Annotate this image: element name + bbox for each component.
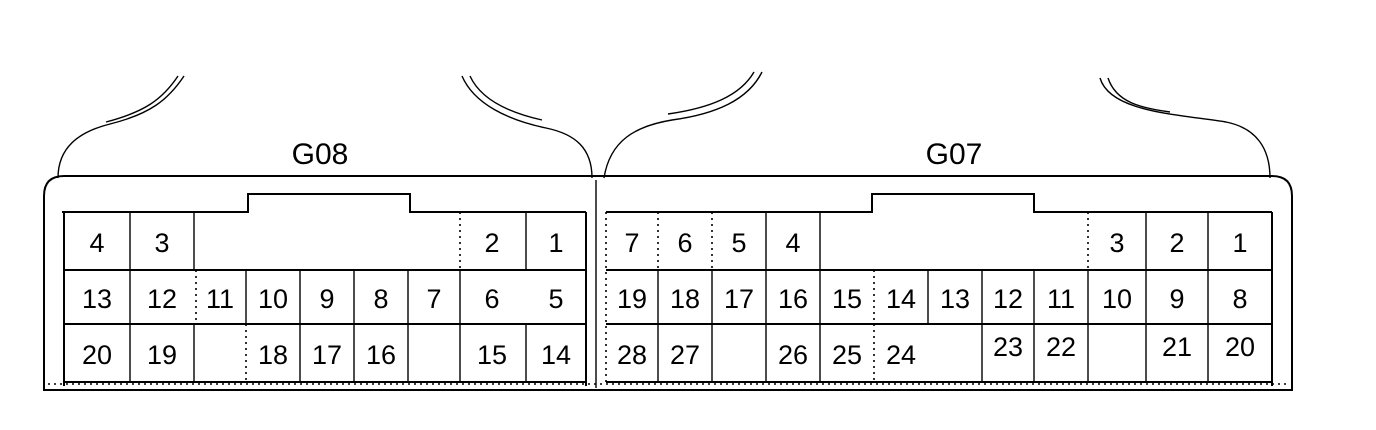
- connector-label-g08: G08: [292, 138, 349, 171]
- pin-label: 5: [731, 228, 746, 258]
- pin-label: 10: [258, 284, 288, 314]
- connector-housing: [43, 175, 1293, 391]
- connector-g07: [605, 193, 1273, 386]
- pin-label: 17: [724, 284, 754, 314]
- pin-label: 11: [206, 284, 234, 314]
- g08-pins: 4 3 2 1 13 12 11 10 9 8 7 6 5 20 19 18 1…: [82, 228, 571, 370]
- pin-label: 16: [366, 340, 396, 370]
- pin-label: 9: [319, 284, 334, 314]
- pin-label: 3: [1109, 228, 1124, 258]
- pin-label: 13: [82, 284, 112, 314]
- pin-label: 18: [258, 340, 288, 370]
- pin-label: 6: [677, 228, 692, 258]
- pin-label: 12: [993, 284, 1023, 314]
- pin-label: 19: [147, 340, 177, 370]
- pin-label: 11: [1047, 284, 1075, 314]
- pin-label: 13: [940, 284, 970, 314]
- connector-label-g07: G07: [926, 138, 983, 171]
- pin-label: 21: [1162, 332, 1192, 362]
- pin-label: 2: [484, 228, 499, 258]
- pin-label: 1: [1232, 228, 1247, 258]
- pin-label: 23: [993, 332, 1023, 362]
- pin-label: 27: [670, 340, 700, 370]
- pin-label: 16: [778, 284, 808, 314]
- pin-label: 4: [785, 228, 800, 258]
- pin-label: 4: [89, 228, 104, 258]
- pin-label: 2: [1169, 228, 1184, 258]
- pin-label: 26: [778, 340, 808, 370]
- pin-label: 12: [147, 284, 177, 314]
- pin-label: 25: [832, 340, 862, 370]
- pin-label: 8: [1232, 284, 1247, 314]
- pin-label: 5: [548, 284, 563, 314]
- pin-label: 18: [670, 284, 700, 314]
- pin-label: 22: [1046, 332, 1076, 362]
- pin-label: 7: [624, 228, 639, 258]
- harness-outlines: [57, 71, 1271, 179]
- pin-label: 7: [426, 284, 441, 314]
- pin-label: 10: [1102, 284, 1132, 314]
- pin-label: 20: [82, 340, 112, 370]
- pin-label: 19: [617, 284, 647, 314]
- pin-label: 14: [886, 284, 916, 314]
- pin-label: 24: [886, 340, 916, 370]
- pin-label: 8: [373, 284, 388, 314]
- pin-label: 17: [312, 340, 342, 370]
- pin-label: 9: [1169, 284, 1184, 314]
- pin-label: 1: [548, 228, 563, 258]
- connector-g08: [62, 193, 587, 386]
- pin-label: 6: [484, 284, 499, 314]
- pin-label: 15: [832, 284, 862, 314]
- g07-pins: 7 6 5 4 3 2 1 19 18 17 16 15 14 13 12 11…: [617, 228, 1255, 370]
- pin-label: 20: [1225, 332, 1255, 362]
- pin-label: 15: [477, 340, 507, 370]
- pin-label: 14: [541, 340, 571, 370]
- pin-label: 28: [617, 340, 647, 370]
- pin-label: 3: [154, 228, 169, 258]
